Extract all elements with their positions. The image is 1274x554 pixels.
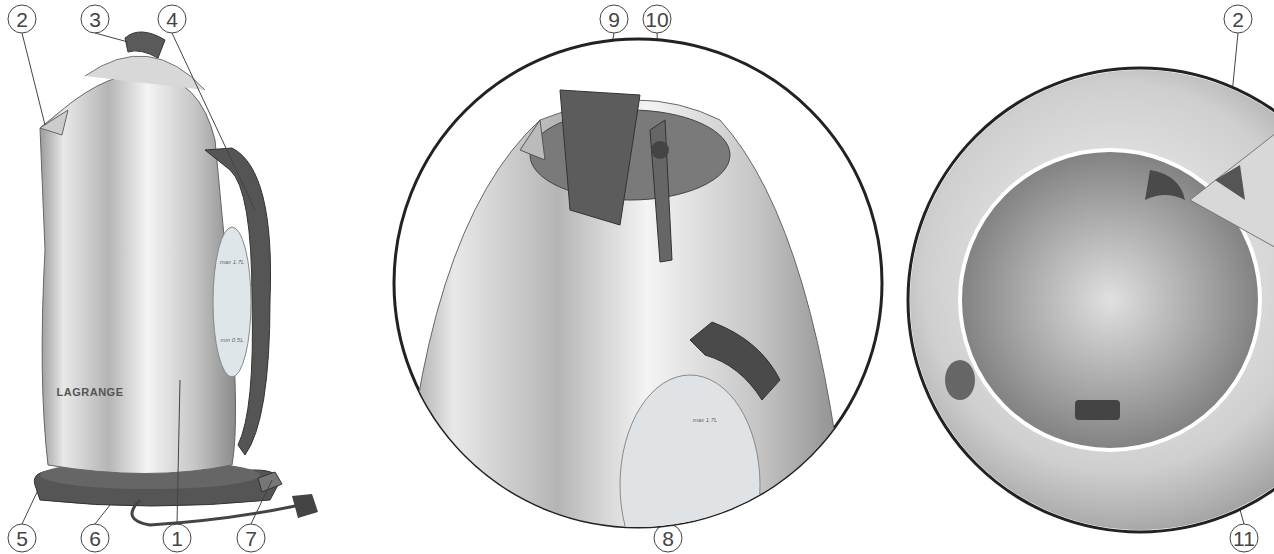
callout-number: 5 [16, 528, 28, 549]
callout-number: 2 [1232, 9, 1244, 30]
callout-number: 8 [662, 528, 674, 549]
callout-number: 6 [89, 528, 101, 549]
callout-number: 11 [1233, 528, 1255, 549]
callout-number: 9 [608, 9, 620, 30]
callout-number: 3 [89, 9, 101, 30]
scale-text: min 0.5L [220, 337, 243, 343]
scale-text: max 1.7L [220, 259, 245, 265]
brand-text: LAGRANGE [57, 387, 124, 398]
kettle-left [34, 32, 318, 525]
callout-number: 7 [245, 528, 257, 549]
kettle-top-view [910, 70, 1274, 530]
callout-number: 1 [171, 528, 183, 549]
callout-number: 10 [645, 9, 668, 30]
kettle-top-open [400, 90, 850, 554]
callout-number: 4 [166, 9, 178, 30]
scale-text: max 1.7L [693, 417, 718, 423]
callout-number: 2 [16, 9, 28, 30]
